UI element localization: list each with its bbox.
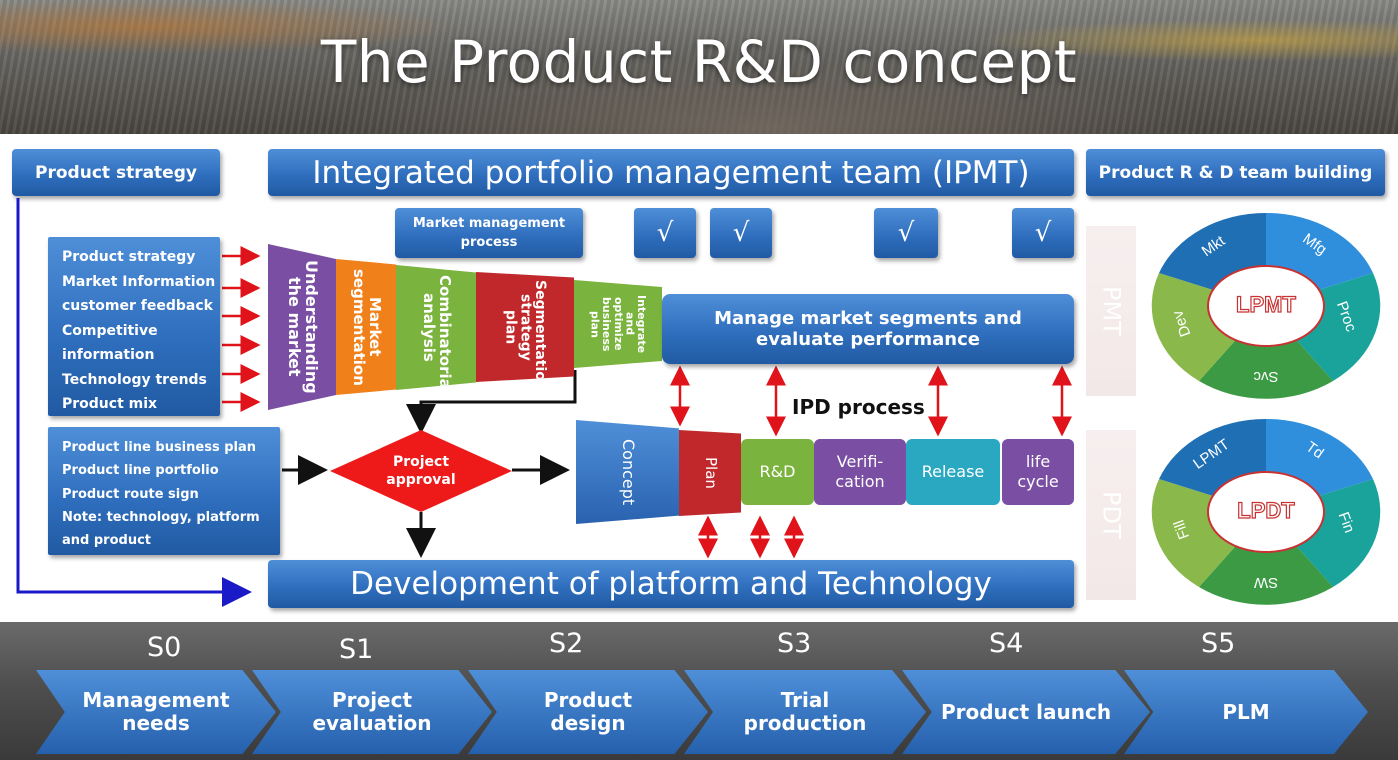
lpmt-ring: LPMT Mkt Mfg Proc Svc Dev (1151, 212, 1381, 399)
stage-code-s0: S0 (147, 632, 182, 663)
list-item: Market Information (62, 273, 216, 290)
lpdt-seg-sw: SW (1253, 574, 1278, 591)
blue-connector (16, 198, 252, 607)
pmt-label-panel: PMT (1086, 226, 1136, 396)
ipd-process-label: IPD process (792, 395, 925, 419)
check-box-3: √ (874, 208, 938, 258)
phase-concept: Concept (576, 420, 679, 524)
phase-lifecycle: life cycle (1002, 439, 1074, 505)
check-box-1: √ (634, 208, 696, 258)
market-management-box: Market management process (395, 208, 583, 258)
phase-verification: Verifi-cation (814, 439, 906, 505)
list-item: Product line portfolio (62, 463, 219, 479)
lpdt-center-label: LPDT (1237, 498, 1295, 523)
list-item: Product line business plan (62, 440, 257, 455)
inputs-list: Product strategy Market Information cust… (48, 237, 220, 416)
pdt-label-panel: PDT (1086, 430, 1136, 600)
header-banner (0, 0, 1398, 134)
stage-chevron-plm: PLM (1124, 670, 1368, 754)
check-box-4: √ (1012, 208, 1074, 258)
product-line-box: Product line business plan Product line … (48, 427, 280, 555)
lpdt-seg-td: Td (1303, 438, 1327, 462)
list-item: customer feedback (62, 298, 213, 314)
funnel-combinatorial-analysis: Combinatorial analysis (396, 265, 476, 390)
lpmt-center-label: LPMT (1236, 292, 1296, 317)
funnel-segmentation-strategy: Segmentation strategy plan (476, 272, 574, 382)
stage-code-s5: S5 (1201, 628, 1236, 659)
list-item: Product route sign (62, 486, 199, 502)
stage-code-s1: S1 (339, 634, 374, 665)
stage-chevron-project-evaluation: Project evaluation (252, 670, 492, 754)
ipmt-box: Integrated portfolio management team (IP… (268, 149, 1074, 196)
list-item: and product (62, 533, 151, 549)
product-strategy-box: Product strategy (12, 149, 220, 196)
lpmt-seg-svc: Svc (1253, 368, 1279, 385)
stage-code-s2: S2 (549, 628, 584, 659)
manage-segments-box: Manage market segments and evaluate perf… (662, 294, 1074, 364)
phase-release: Release (906, 439, 1000, 505)
funnel-integrate-optimize: Integrate and optimize business plan (574, 280, 662, 368)
stage-chevron-management-needs: Management needs (36, 670, 276, 754)
stage-chevron-product-launch: Product launch (902, 670, 1150, 754)
stage-code-s4: S4 (989, 628, 1024, 659)
stage-chevron-trial-production: Trial production (684, 670, 926, 754)
input-arrows (222, 246, 261, 412)
list-item: Competitive (62, 322, 158, 339)
lpdt-ring: LPDT LPMT Td Fin SW Fill (1151, 418, 1381, 605)
page-title: The Product R&D concept (320, 28, 1078, 96)
funnel-market-segmentation: Market segmentation (336, 259, 396, 395)
phase-rd: R&D (741, 439, 814, 505)
check-box-2: √ (710, 208, 772, 258)
lpdt-seg-fill: Fill (1171, 518, 1194, 542)
platform-development-box: Development of platform and Technology (268, 560, 1074, 608)
list-item: information (62, 347, 155, 363)
list-item: Product strategy (62, 249, 196, 265)
funnel-understanding-market: Understanding the market (268, 244, 336, 410)
stage-code-s3: S3 (777, 628, 812, 659)
lpdt-seg-fin: Fin (1335, 510, 1358, 535)
flow-arrows (282, 370, 577, 558)
double-arrows (670, 365, 1072, 559)
list-item: Note: technology, platform (62, 509, 260, 525)
list-item: Product mix (62, 396, 158, 412)
list-item: Technology trends (62, 371, 207, 388)
stage-chevron-product-design: Product design (468, 670, 708, 754)
team-building-box: Product R & D team building (1086, 149, 1385, 196)
phase-plan: Plan (679, 430, 741, 516)
